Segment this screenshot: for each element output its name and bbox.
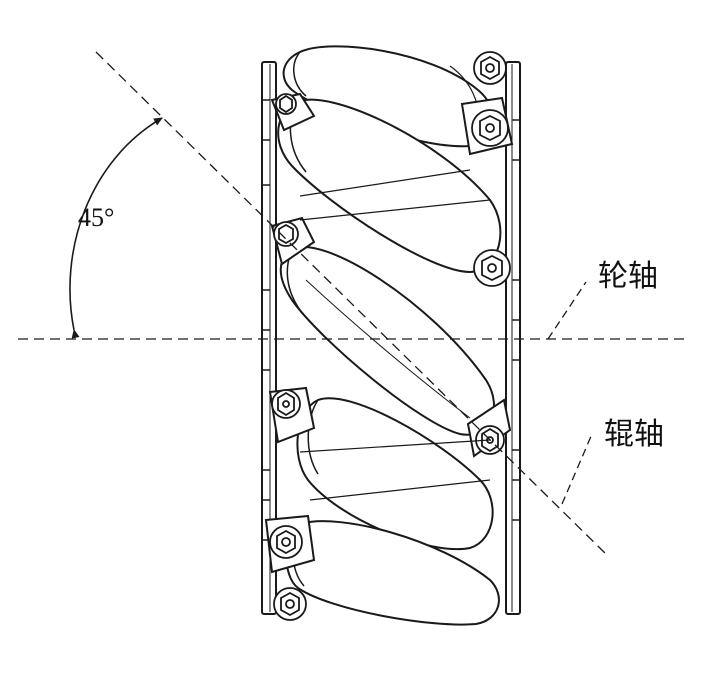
wheel-axis-label: 轮轴	[598, 259, 658, 294]
bolt-left-lower	[271, 389, 301, 419]
bolt-upper-right	[471, 109, 509, 147]
roller-axis-label: 辊轴	[604, 417, 664, 452]
bolts	[269, 51, 511, 621]
bolt-left-upper	[275, 93, 297, 115]
roller-fourth	[296, 397, 494, 551]
bolt-left-bottom-upper	[269, 525, 303, 559]
bolt-top-right	[473, 51, 507, 85]
hub-lines	[299, 169, 491, 501]
left-side-plate	[261, 61, 277, 615]
bolt-middle-right	[473, 249, 511, 287]
wheel-frame	[261, 61, 521, 615]
right-side-plate	[505, 61, 521, 615]
plate-notches	[262, 99, 520, 541]
wheel-axis-leader	[547, 281, 587, 340]
bolt-left-bottom	[273, 587, 307, 621]
bolt-left-middle	[273, 221, 299, 247]
rollers	[277, 45, 502, 626]
roller-axis-leader	[561, 433, 593, 505]
angle-arc	[69, 117, 163, 339]
roller-axis-line	[95, 51, 609, 557]
angle-label: 45°	[78, 203, 114, 232]
